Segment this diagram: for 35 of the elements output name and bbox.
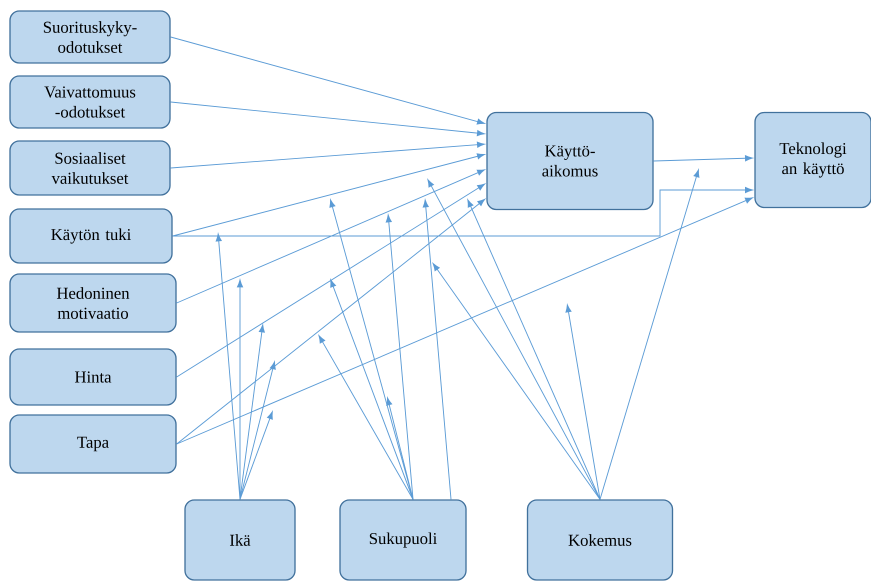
arrow xyxy=(428,179,600,500)
concept-box: Käytön tuki xyxy=(9,208,173,264)
arrow xyxy=(240,411,273,500)
arrow xyxy=(600,169,700,500)
concept-box: Teknologi an käyttö xyxy=(754,112,871,208)
arrow xyxy=(653,155,753,162)
concept-box: Sosiaaliset vaikutukset xyxy=(9,140,171,196)
arrow xyxy=(170,102,485,136)
concept-box: Sukupuoli xyxy=(339,499,467,581)
concept-box: Kokemus xyxy=(526,499,674,581)
arrow xyxy=(240,324,265,500)
arrow xyxy=(318,335,414,500)
arrow xyxy=(176,169,485,304)
arrow xyxy=(176,198,486,444)
concept-box: Ikä xyxy=(184,499,296,581)
arrow xyxy=(176,184,486,378)
arrow xyxy=(386,398,414,500)
concept-box: Vaivattomuus -odotukset xyxy=(9,75,171,129)
concept-box: Tapa xyxy=(9,414,177,474)
concept-box: Suorituskyky- odotukset xyxy=(9,10,171,64)
arrow xyxy=(172,187,753,236)
arrow xyxy=(432,263,600,500)
arrow xyxy=(172,153,485,236)
arrow xyxy=(386,214,414,500)
arrow xyxy=(237,280,243,500)
arrow xyxy=(422,200,452,500)
arrow xyxy=(240,362,276,500)
concept-box: Käyttö- aikomus xyxy=(486,112,654,210)
arrow xyxy=(170,142,485,168)
concept-box: Hinta xyxy=(9,348,177,406)
arrow xyxy=(176,197,753,444)
arrow xyxy=(467,199,600,500)
concept-box: Hedoninen motivaatio xyxy=(9,273,177,333)
arrow xyxy=(566,304,600,500)
arrow xyxy=(170,36,485,125)
